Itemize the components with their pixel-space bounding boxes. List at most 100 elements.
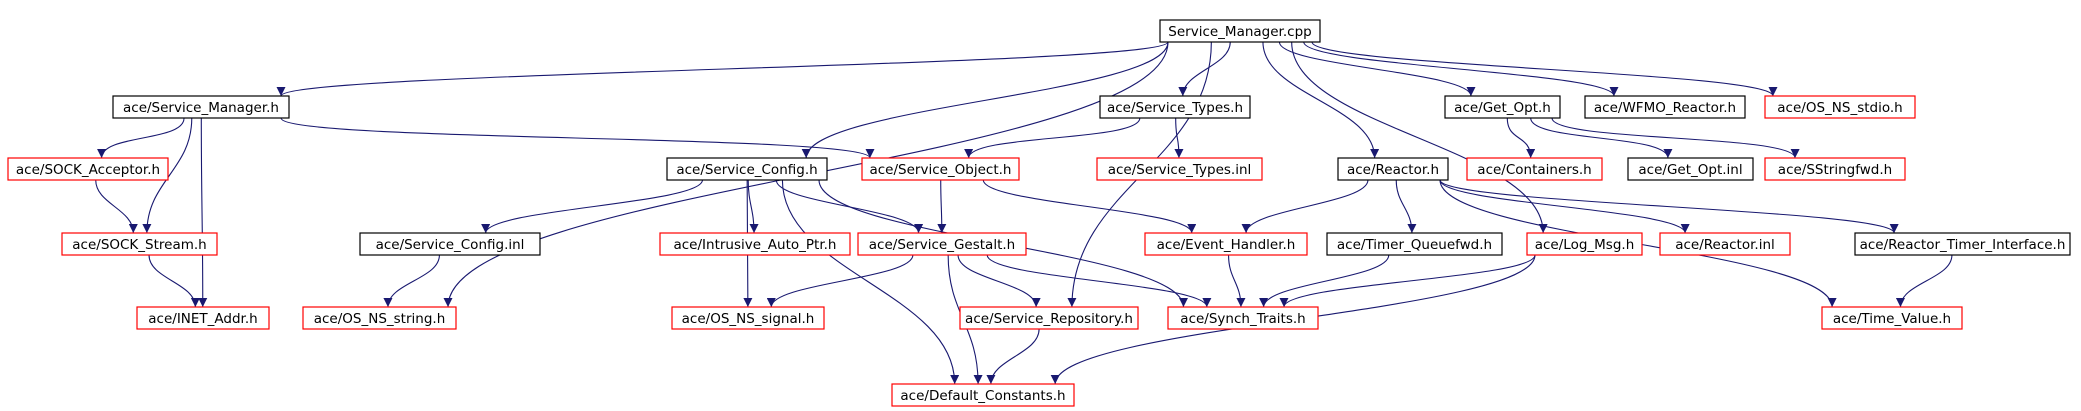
node-label: ace/Service_Repository.h xyxy=(965,311,1133,327)
edge-svc_gestalt_h-to-os_ns_signal_h xyxy=(766,254,914,308)
node-label: ace/Reactor.h xyxy=(1347,162,1439,178)
node-svc_config_inl[interactable]: ace/Service_Config.inl xyxy=(359,232,541,256)
node-label: ace/SStringfwd.h xyxy=(1778,162,1892,178)
node-synch_traits_h[interactable]: ace/Synch_Traits.h xyxy=(1167,306,1319,330)
node-inet_addr_h[interactable]: ace/INET_Addr.h xyxy=(136,306,270,330)
edge-get_opt_h-to-containers_h xyxy=(1506,117,1536,159)
node-svc_gestalt_h[interactable]: ace/Service_Gestalt.h xyxy=(857,232,1027,256)
edge-svc_types_h-to-svc_object_h xyxy=(964,117,1141,159)
edge-svc_mgr_h-to-sock_stream_h xyxy=(142,117,193,234)
edge-sock_acceptor_h-to-sock_stream_h xyxy=(95,179,138,234)
node-time_value_h[interactable]: ace/Time_Value.h xyxy=(1821,306,1963,330)
node-label: ace/Get_Opt.h xyxy=(1454,100,1551,116)
node-reactor_timer_iface_h[interactable]: ace/Reactor_Timer_Interface.h xyxy=(1854,232,2071,256)
edge-timer_queuefwd_h-to-synch_traits_h xyxy=(1259,254,1390,308)
node-log_msg_h[interactable]: ace/Log_Msg.h xyxy=(1526,232,1643,256)
node-box xyxy=(861,157,1020,181)
node-label: ace/Get_Opt.inl xyxy=(1638,162,1742,178)
node-sock_stream_h[interactable]: ace/SOCK_Stream.h xyxy=(61,232,218,256)
node-event_handler_h[interactable]: ace/Event_Handler.h xyxy=(1144,232,1308,256)
node-wfmo_reactor_h[interactable]: ace/WFMO_Reactor.h xyxy=(1584,95,1746,119)
node-box xyxy=(1659,232,1791,256)
edge-root-to-svc_types_h xyxy=(1178,41,1231,97)
edge-reactor_h-to-event_handler_h xyxy=(1241,179,1369,234)
node-box xyxy=(1337,157,1449,181)
node-default_constants_h[interactable]: ace/Default_Constants.h xyxy=(891,383,1075,407)
node-box xyxy=(1821,306,1963,330)
node-label: ace/OS_NS_stdio.h xyxy=(1777,100,1902,116)
edge-sock_stream_h-to-inet_addr_h xyxy=(148,254,200,308)
node-box xyxy=(136,306,270,330)
node-box xyxy=(671,306,825,330)
node-svc_types_h[interactable]: ace/Service_Types.h xyxy=(1099,95,1251,119)
node-label: ace/Reactor.inl xyxy=(1675,237,1775,253)
node-reactor_h[interactable]: ace/Reactor.h xyxy=(1337,157,1449,181)
edge-svc_gestalt_h-to-svc_repository_h xyxy=(957,254,1041,308)
node-timer_queuefwd_h[interactable]: ace/Timer_Queuefwd.h xyxy=(1326,232,1503,256)
node-os_ns_stdio_h[interactable]: ace/OS_NS_stdio.h xyxy=(1764,95,1916,119)
edge-get_opt_h-to-get_opt_inl xyxy=(1530,117,1673,159)
node-label: ace/INET_Addr.h xyxy=(148,311,257,327)
node-label: ace/Service_Object.h xyxy=(869,162,1011,178)
edge-svc_config_h-to-svc_gestalt_h xyxy=(775,179,924,234)
node-svc_types_inl[interactable]: ace/Service_Types.inl xyxy=(1096,157,1263,181)
edge-svc_config_inl-to-os_ns_string_h xyxy=(383,254,440,308)
node-svc_mgr_h[interactable]: ace/Service_Manager.h xyxy=(112,95,290,119)
node-box xyxy=(1326,232,1503,256)
node-os_ns_signal_h[interactable]: ace/OS_NS_signal.h xyxy=(671,306,825,330)
node-label: ace/OS_NS_string.h xyxy=(314,311,446,327)
node-box xyxy=(112,95,290,119)
node-root[interactable]: Service_Manager.cpp xyxy=(1159,19,1321,43)
node-label: ace/SOCK_Acceptor.h xyxy=(16,162,160,178)
node-get_opt_h[interactable]: ace/Get_Opt.h xyxy=(1444,95,1561,119)
node-box xyxy=(1144,232,1308,256)
node-label: ace/Service_Manager.h xyxy=(123,100,279,116)
node-box xyxy=(1854,232,2071,256)
edge-svc_types_h-to-svc_types_inl xyxy=(1174,117,1184,159)
node-svc_repository_h[interactable]: ace/Service_Repository.h xyxy=(959,306,1139,330)
edge-root-to-os_ns_stdio_h xyxy=(1311,41,1778,97)
node-sock_acceptor_h[interactable]: ace/SOCK_Acceptor.h xyxy=(7,157,169,181)
node-box xyxy=(1159,19,1321,43)
node-svc_config_h[interactable]: ace/Service_Config.h xyxy=(666,157,828,181)
node-svc_object_h[interactable]: ace/Service_Object.h xyxy=(861,157,1020,181)
edge-root-to-log_msg_h xyxy=(1291,41,1548,234)
node-box xyxy=(61,232,218,256)
edge-log_msg_h-to-synch_traits_h xyxy=(1279,254,1536,308)
node-sstringfwd_h[interactable]: ace/SStringfwd.h xyxy=(1764,157,1906,181)
node-box xyxy=(891,383,1075,407)
node-label: ace/Synch_Traits.h xyxy=(1180,311,1305,327)
node-os_ns_string_h[interactable]: ace/OS_NS_string.h xyxy=(302,306,457,330)
edge-get_opt_h-to-sstringfwd_h xyxy=(1551,117,1800,159)
node-label: ace/SOCK_Stream.h xyxy=(72,237,206,253)
node-box xyxy=(1444,95,1561,119)
node-reactor_inl[interactable]: ace/Reactor.inl xyxy=(1659,232,1791,256)
node-intrusive_auto_ptr_h[interactable]: ace/Intrusive_Auto_Ptr.h xyxy=(659,232,851,256)
node-label: ace/Event_Handler.h xyxy=(1157,237,1296,253)
edge-svc_object_h-to-svc_gestalt_h xyxy=(937,179,947,234)
edge-svc_mgr_h-to-inet_addr_h xyxy=(198,117,208,308)
node-get_opt_inl[interactable]: ace/Get_Opt.inl xyxy=(1627,157,1754,181)
node-label: ace/Default_Constants.h xyxy=(900,388,1065,404)
node-box xyxy=(659,232,851,256)
edge-reactor_h-to-reactor_inl xyxy=(1439,179,1690,234)
edge-svc_mgr_h-to-sock_acceptor_h xyxy=(97,117,185,159)
edge-svc_mgr_h-to-svc_object_h xyxy=(280,117,875,159)
node-label: ace/Log_Msg.h xyxy=(1535,237,1635,253)
node-containers_h[interactable]: ace/Containers.h xyxy=(1466,157,1603,181)
edge-root-to-wfmo_reactor_h xyxy=(1303,41,1619,97)
node-box xyxy=(359,232,541,256)
node-label: ace/Containers.h xyxy=(1477,162,1591,178)
edge-root-to-svc_config_h xyxy=(801,41,1169,159)
node-label: ace/Timer_Queuefwd.h xyxy=(1337,237,1492,253)
node-label: ace/Reactor_Timer_Interface.h xyxy=(1860,237,2066,253)
node-box xyxy=(857,232,1027,256)
edge-layer xyxy=(95,41,1953,385)
node-box xyxy=(7,157,169,181)
edge-svc_repository_h-to-default_constants_h xyxy=(986,328,1040,385)
node-label: ace/OS_NS_signal.h xyxy=(682,311,815,327)
edge-event_handler_h-to-synch_traits_h xyxy=(1228,254,1246,308)
node-label: ace/Service_Gestalt.h xyxy=(869,237,1015,253)
node-label: Service_Manager.cpp xyxy=(1168,24,1311,40)
